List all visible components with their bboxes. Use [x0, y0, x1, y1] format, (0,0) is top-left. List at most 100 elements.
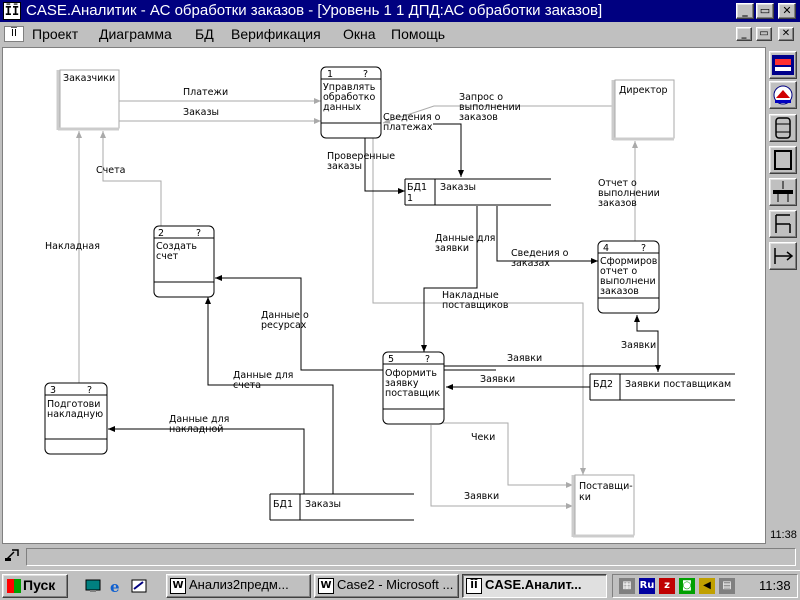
label-payments: Платежи — [183, 87, 228, 98]
menu-verification[interactable]: Верификация — [231, 26, 321, 42]
task-button-case-analytic[interactable]: ĪĪ CASE.Аналит... — [462, 574, 607, 598]
title-bar: ĪĪ CASE.Аналитик - АС обработки заказов … — [0, 0, 800, 22]
process-4-line-1: Сформиров — [600, 256, 658, 267]
label-waybill-data-2: накладной — [169, 424, 223, 435]
external-customers[interactable]: Заказчики — [56, 69, 120, 131]
menu-diagram[interactable]: Диаграмма — [99, 26, 172, 42]
menu-db[interactable]: БД — [195, 26, 214, 42]
desktop-icon[interactable] — [84, 577, 102, 595]
process-1[interactable]: 1 ? Управлять обработко данных — [320, 66, 382, 139]
label-requests-b: Заявки — [480, 374, 515, 385]
process-2-line-1: Создать — [156, 241, 197, 252]
store-orders-3[interactable]: БД1 Заказы — [269, 493, 414, 521]
doc-close-button[interactable]: ✕ — [778, 27, 794, 41]
flow-payment-info — [433, 123, 464, 177]
process-5-num: 5 — [388, 354, 394, 365]
flow-requests-d — [430, 425, 573, 509]
dfd-diagram: Заказчики Директор Поставщи- ки 1 ? Упра… — [44, 66, 735, 538]
process-icon[interactable] — [769, 81, 797, 109]
process-2-q: ? — [196, 228, 201, 239]
flow-icon[interactable] — [769, 242, 797, 270]
suppliers-label-2: ки — [579, 492, 591, 503]
printer-icon[interactable]: ▤ — [719, 578, 735, 594]
store-supplier-requests[interactable]: БД2 Заявки поставщикам — [589, 373, 735, 401]
label-request-data-2: заявки — [435, 243, 469, 254]
label-exec-request-1: Запрос о — [459, 92, 503, 103]
case-app-icon: ĪĪ — [466, 578, 482, 594]
label-exec-request-3: заказов — [459, 112, 498, 123]
suppliers-label-1: Поставщи- — [579, 481, 633, 492]
doc-minimize-button[interactable]: _ — [736, 27, 752, 41]
label-exec-request-2: выполнении — [459, 102, 521, 113]
status-field — [26, 548, 796, 566]
label-supplier-waybills-1: Накладные — [442, 290, 499, 301]
process-2-num: 2 — [158, 228, 164, 239]
store-orders-1[interactable]: БД1 1 Заказы — [404, 178, 551, 206]
external-icon[interactable] — [769, 146, 797, 174]
menu-bar: ĪĪ Проект Диаграмма БД Верификация Окна … — [0, 22, 800, 46]
task-button-analysis[interactable]: W Анализ2предм... — [166, 574, 311, 598]
process-5-line-1: Оформить — [385, 368, 437, 379]
menu-windows[interactable]: Окна — [343, 26, 376, 42]
word-icon: W — [318, 578, 334, 594]
dfd-logo-icon[interactable] — [769, 51, 797, 79]
diagram-canvas[interactable]: Заказчики Директор Поставщи- ки 1 ? Упра… — [2, 47, 766, 544]
process-4[interactable]: 4 ? Сформиров отчет о выполнени заказов — [597, 240, 660, 314]
flow-invoice-data — [205, 297, 334, 494]
monitor-icon[interactable]: ◙ — [679, 578, 695, 594]
external-director[interactable]: Директор — [611, 79, 675, 141]
menu-help[interactable]: Помощь — [391, 26, 446, 42]
task-label-case-analytic: CASE.Аналит... — [485, 577, 582, 592]
process-1-num: 1 — [327, 69, 333, 80]
process-5-line-3: поставщик — [385, 388, 440, 399]
zip-icon[interactable]: z — [659, 578, 675, 594]
flow-checked-orders — [364, 138, 405, 194]
external-suppliers[interactable]: Поставщи- ки — [571, 474, 635, 538]
label-checked-orders-2: заказы — [327, 161, 362, 172]
store-1-label: Заказы — [440, 182, 476, 193]
document-icon[interactable]: ĪĪ — [4, 26, 24, 42]
menu-project[interactable]: Проект — [32, 26, 79, 42]
app-icon[interactable]: ĪĪ — [3, 2, 21, 20]
text-icon[interactable] — [769, 210, 797, 238]
flow-requests-c — [634, 315, 659, 366]
doc-restore-button[interactable]: ▭ — [756, 27, 772, 41]
flow-request-data — [421, 206, 478, 352]
maximize-button[interactable]: ▭ — [756, 3, 774, 19]
label-request-data-1: Данные для — [435, 233, 495, 244]
label-requests-c: Заявки — [621, 340, 656, 351]
process-5[interactable]: 5 ? Оформить заявку поставщик — [382, 351, 445, 425]
process-2[interactable]: 2 ? Создать счет — [153, 225, 215, 298]
label-invoice-data-1: Данные для — [233, 370, 293, 381]
process-4-num: 4 — [603, 243, 609, 254]
process-4-q: ? — [641, 243, 646, 254]
label-order-info-1: Сведения о — [511, 248, 569, 259]
svg-text:e: e — [110, 578, 120, 595]
label-resource-data-2: ресурсах — [261, 320, 307, 331]
label-resource-data-1: Данные о — [261, 310, 309, 321]
store-icon[interactable] — [769, 114, 797, 142]
process-5-line-2: заявку — [385, 378, 419, 389]
label-cheques: Чеки — [471, 432, 495, 443]
label-supplier-waybills-2: поставщиков — [442, 300, 509, 311]
network-icon[interactable]: ▦ — [619, 578, 635, 594]
taskbar: Пуск e W Анализ2предм... W Case2 - Micro… — [0, 570, 800, 600]
start-button[interactable]: Пуск — [2, 574, 68, 598]
store-3-code: БД1 — [273, 499, 293, 510]
language-indicator[interactable]: Ru — [639, 578, 655, 594]
flow-cheques — [431, 422, 573, 488]
split-icon[interactable] — [769, 178, 797, 206]
process-3[interactable]: 3 ? Подготови накладную — [44, 382, 108, 455]
ie-icon[interactable]: e — [107, 577, 125, 596]
minimize-button[interactable]: _ — [736, 3, 754, 19]
outlook-icon[interactable] — [130, 577, 148, 595]
label-exec-report-1: Отчет о — [598, 178, 637, 189]
word-icon: W — [170, 578, 186, 594]
status-bar — [0, 545, 800, 569]
close-button[interactable]: ✕ — [778, 3, 796, 19]
label-payment-info-2: платежах — [383, 122, 433, 133]
store-2-code: БД2 — [593, 379, 613, 390]
task-button-case2[interactable]: W Case2 - Microsoft ... — [314, 574, 459, 598]
windows-logo-icon — [7, 579, 21, 593]
speaker-icon[interactable]: ◀ — [699, 578, 715, 594]
